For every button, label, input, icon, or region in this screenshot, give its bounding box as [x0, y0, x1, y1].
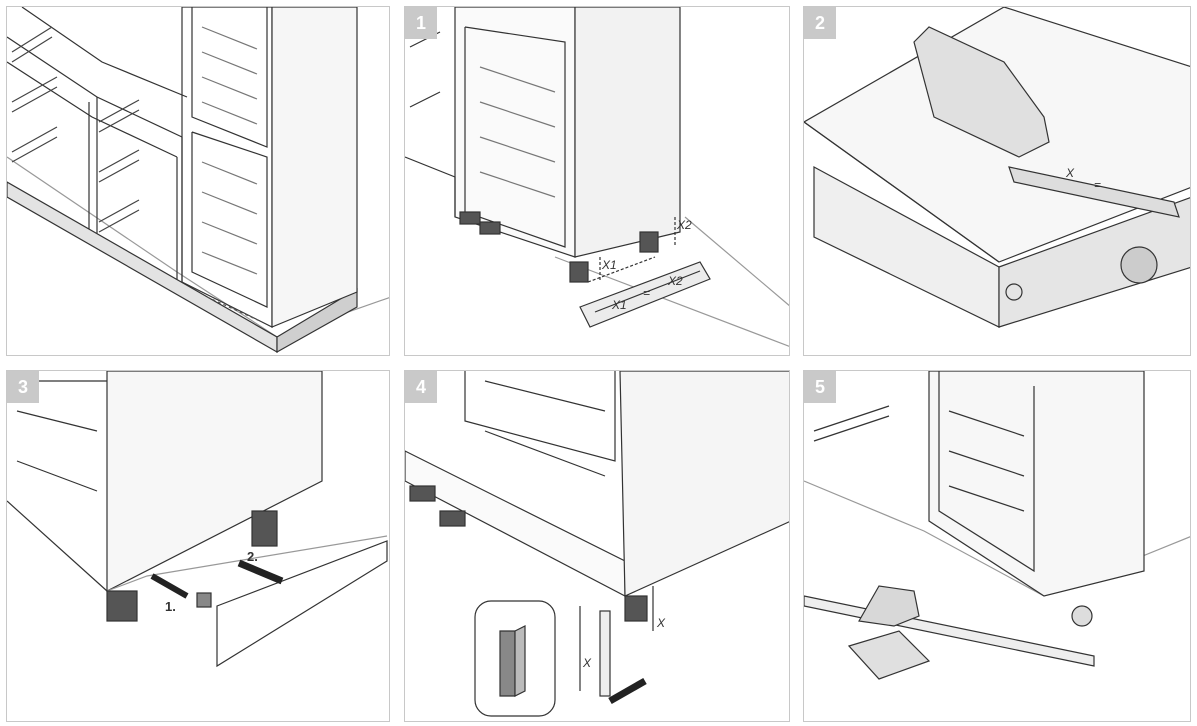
step-badge: 4 — [405, 371, 437, 403]
step-badge: 3 — [7, 371, 39, 403]
kitchen-overview-illustration — [7, 7, 389, 354]
label-x: X — [1065, 166, 1075, 180]
attach-clip-illustration: 1. 2. — [7, 371, 388, 668]
step-badge: 1 — [405, 7, 437, 39]
measure-plinth-illustration: X1 X2 X1 X2 = — [405, 7, 789, 347]
panel-step-2: 2 X = — [803, 6, 1191, 356]
label-x1-strip: X1 — [611, 298, 627, 312]
panel-step-5: 5 — [803, 370, 1191, 722]
step-badge: 5 — [804, 371, 836, 403]
table-saw-illustration: X = — [804, 7, 1190, 328]
corner-profile-illustration: X X — [405, 371, 789, 717]
panel-step-1: 1 X1 X2 X1 X2 = — [404, 6, 790, 356]
jigsaw-cut-illustration — [804, 371, 1190, 680]
panel-overview — [6, 6, 390, 356]
panel-step-4: 4 X X — [404, 370, 790, 722]
label-first: 1. — [165, 599, 176, 614]
label-x-strip: X — [582, 656, 592, 670]
step-badge: 2 — [804, 7, 836, 39]
label-equal: = — [643, 286, 650, 300]
panel-step-3: 3 1. 2. — [6, 370, 390, 722]
label-x1-leg: X1 — [601, 258, 617, 272]
label-equal: = — [1094, 178, 1101, 192]
label-x2-leg: X2 — [676, 218, 692, 232]
label-x-gap: X — [656, 616, 666, 630]
label-x2-strip: X2 — [667, 274, 683, 288]
label-second: 2. — [247, 549, 258, 564]
